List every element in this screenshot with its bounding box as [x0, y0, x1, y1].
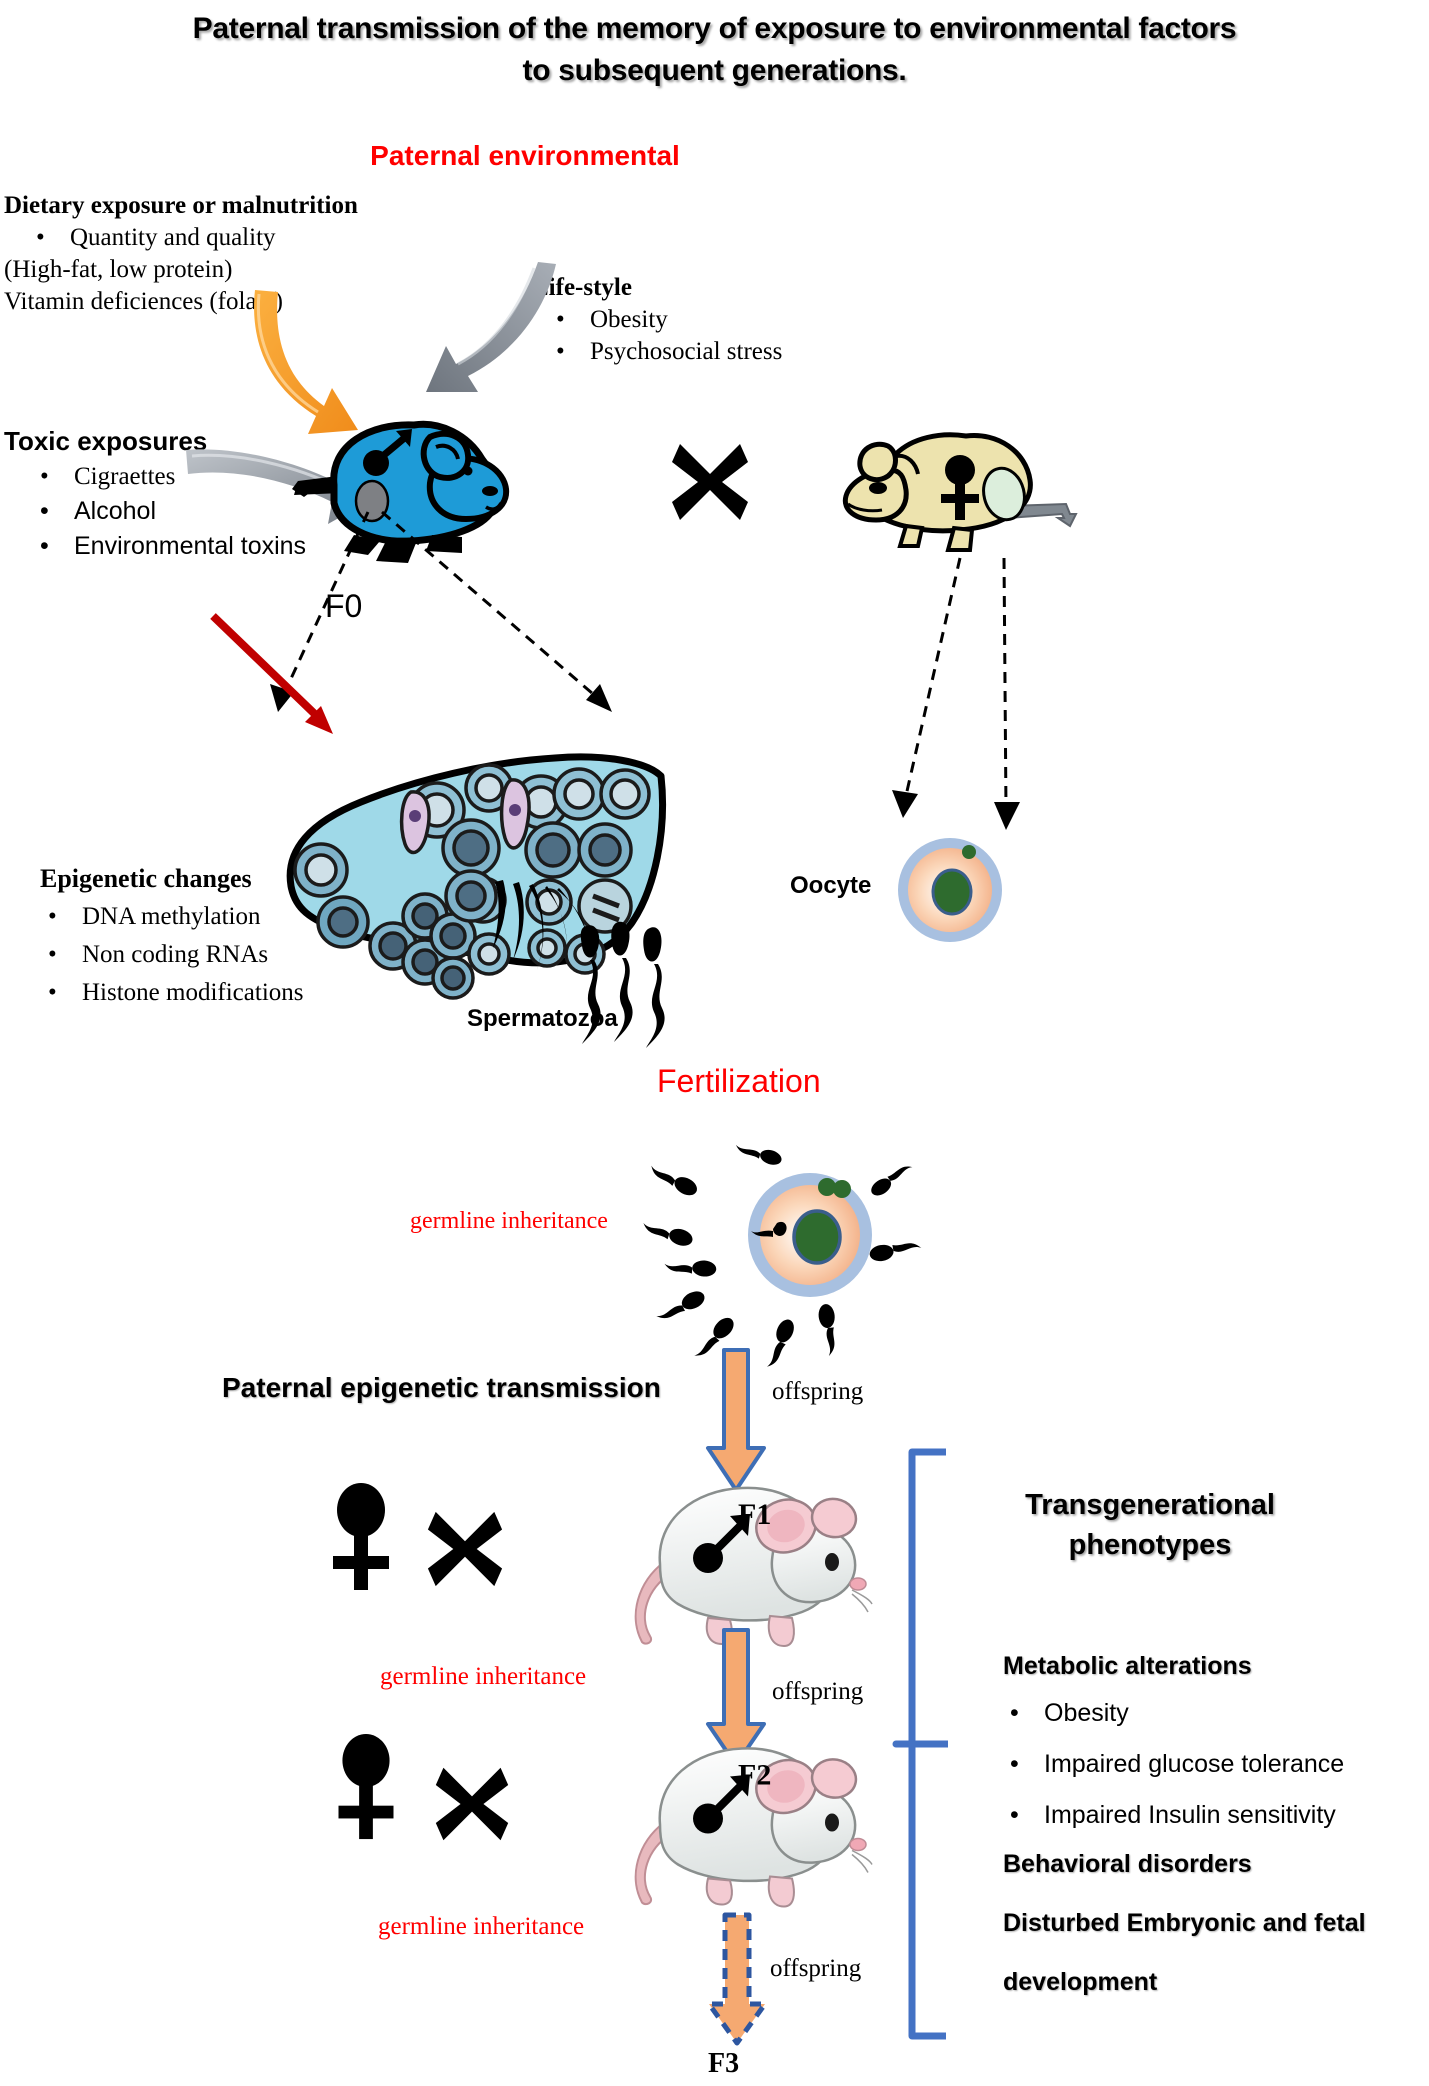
- phenotype-item: • Impaired Insulin sensitivity: [1003, 1801, 1366, 1830]
- metabolic-item-2: Impaired Insulin sensitivity: [1044, 1801, 1336, 1829]
- paternal-epigenetic-transmission-label: Paternal epigenetic transmission: [222, 1372, 661, 1403]
- behavioral-disorders-heading: Behavioral disorders: [1003, 1850, 1252, 1878]
- embryonic-heading-line-2: development: [1003, 1968, 1158, 1996]
- female-symbol-f2-icon: [338, 1733, 394, 1840]
- bullet-icon: •: [556, 306, 565, 333]
- figure-title-line-1: Paternal transmission of the memory of e…: [192, 12, 1237, 45]
- bullet-icon: •: [40, 463, 49, 490]
- oocyte-icon: [898, 838, 1002, 942]
- svg-text:F1: F1: [738, 1498, 771, 1531]
- f0-male-mouse-icon: [292, 420, 510, 563]
- fertilization-label: Fertilization: [657, 1063, 821, 1099]
- dietary-line-1: Vitamin deficiences (folate): [4, 288, 283, 315]
- offspring-arrow-f3-icon: [706, 1912, 768, 2046]
- toxic-item-1: Alcohol: [74, 497, 156, 525]
- toxic-list-item: • Cigraettes: [4, 459, 306, 494]
- phenotypes-title-line-1: Transgenerational: [1025, 1489, 1275, 1521]
- germline-inheritance-label-2: germline inheritance: [380, 1663, 587, 1690]
- epigenetic-list-item: • Non coding RNAs: [40, 936, 304, 974]
- toxic-item-0: Cigraettes: [74, 463, 176, 490]
- dietary-heading: Dietary exposure or malnutrition: [4, 192, 358, 219]
- epigenetic-changes-block: Epigenetic changes • DNA methylation • Non…: [40, 860, 304, 1012]
- phenotype-item: • Obesity: [1003, 1699, 1366, 1728]
- f3-generation-label: F3: [708, 2048, 740, 2079]
- dietary-item-0: Quantity and quality: [70, 224, 276, 251]
- germline-inheritance-label-3: germline inheritance: [378, 1913, 585, 1940]
- embryonic-heading-line-1: Disturbed Embryonic and fetal: [1003, 1909, 1366, 1937]
- bullet-icon: •: [1010, 1699, 1019, 1727]
- toxic-exposures-block: Toxic exposures • Cigraettes • Alcohol • En…: [4, 425, 306, 564]
- svg-text:F2: F2: [738, 1759, 771, 1792]
- offspring-arrow-f2-icon: [706, 1628, 766, 1767]
- bullet-icon: •: [36, 224, 45, 251]
- section-heading-paternal-environmental: Paternal environmental: [370, 140, 680, 171]
- figure-title-line-2: to subsequent generations.: [522, 54, 907, 87]
- offspring-label-f3: offspring: [770, 1955, 862, 1982]
- metabolic-alterations-heading: Metabolic alterations: [1003, 1652, 1252, 1680]
- gray-lifestyle-arrow-icon: [426, 262, 556, 392]
- red-epigenetic-arrow-icon: [210, 613, 333, 734]
- dietary-exposure-block: Dietary exposure or malnutrition • Quanti…: [4, 190, 358, 318]
- toxic-item-2: Environmental toxins: [74, 532, 307, 560]
- f2-mouse-icon: F2: [634, 1747, 873, 1908]
- toxic-list-item: • Alcohol: [4, 494, 306, 529]
- epigenetic-heading: Epigenetic changes: [40, 864, 252, 893]
- offspring-label-f1: offspring: [772, 1378, 864, 1405]
- female-symbol-f1-icon: [333, 1483, 389, 1590]
- offspring-label-f2: offspring: [772, 1678, 864, 1705]
- transgenerational-bracket-icon: [892, 1448, 948, 2040]
- bullet-icon: •: [48, 941, 57, 968]
- bullet-icon: •: [1010, 1750, 1019, 1778]
- metabolic-item-1: Impaired glucose tolerance: [1044, 1750, 1345, 1778]
- phenotype-item: • Impaired glucose tolerance: [1003, 1750, 1366, 1779]
- free-spermatozoa-icon: [580, 921, 665, 1048]
- orange-diet-arrow-icon: [254, 290, 358, 434]
- toxic-list-item: • Environmental toxins: [4, 529, 306, 564]
- f2-cross-symbol-icon: [435, 1767, 509, 1841]
- metabolic-item-0: Obesity: [1044, 1699, 1129, 1727]
- dietary-list-item: • Quantity and quality: [4, 222, 358, 254]
- epigenetic-list-item: • Histone modifications: [40, 974, 304, 1012]
- bullet-icon: •: [48, 979, 57, 1006]
- fertilizing-oocyte-with-sperm-icon: [643, 1144, 922, 1367]
- lifestyle-item-1: Psychosocial stress: [590, 338, 783, 365]
- bullet-icon: •: [40, 532, 49, 560]
- lifestyle-item-0: Obesity: [590, 306, 668, 333]
- bullet-icon: •: [48, 903, 57, 930]
- phenotypes-list: Metabolic alterations • Obesity • Impaired…: [1003, 1652, 1366, 1997]
- f0-generation-label: F0: [325, 588, 363, 624]
- germline-inheritance-label-1: germline inheritance: [410, 1208, 608, 1234]
- bullet-icon: •: [40, 497, 49, 525]
- dietary-line-0: (High-fat, low protein): [4, 256, 233, 283]
- f1-cross-symbol-icon: [427, 1511, 503, 1587]
- bullet-icon: •: [1010, 1801, 1019, 1829]
- epigenetic-item-0: DNA methylation: [82, 903, 261, 930]
- f0-cross-symbol-icon: [672, 444, 748, 520]
- epigenetic-item-2: Histone modifications: [82, 979, 304, 1006]
- offspring-arrow-f1-icon: [706, 1348, 766, 1492]
- phenotypes-title-line-2: phenotypes: [1068, 1529, 1232, 1561]
- figure-title: Paternal transmission of the memory of e…: [0, 8, 1429, 92]
- transgenerational-phenotypes-title: Transgenerational phenotypes: [985, 1485, 1315, 1565]
- toxic-heading: Toxic exposures: [4, 426, 208, 456]
- lifestyle-list-item: • Obesity: [532, 304, 782, 336]
- epigenetic-item-1: Non coding RNAs: [82, 941, 269, 968]
- oocyte-label: Oocyte: [790, 872, 872, 899]
- bullet-icon: •: [556, 338, 565, 365]
- lifestyle-list-item: • Psychosocial stress: [532, 336, 782, 368]
- epigenetic-list-item: • DNA methylation: [40, 898, 304, 936]
- f1-mouse-icon: F1: [634, 1486, 873, 1648]
- f0-female-mouse-icon: [842, 432, 1078, 552]
- seminiferous-tubule-icon: [286, 753, 667, 1000]
